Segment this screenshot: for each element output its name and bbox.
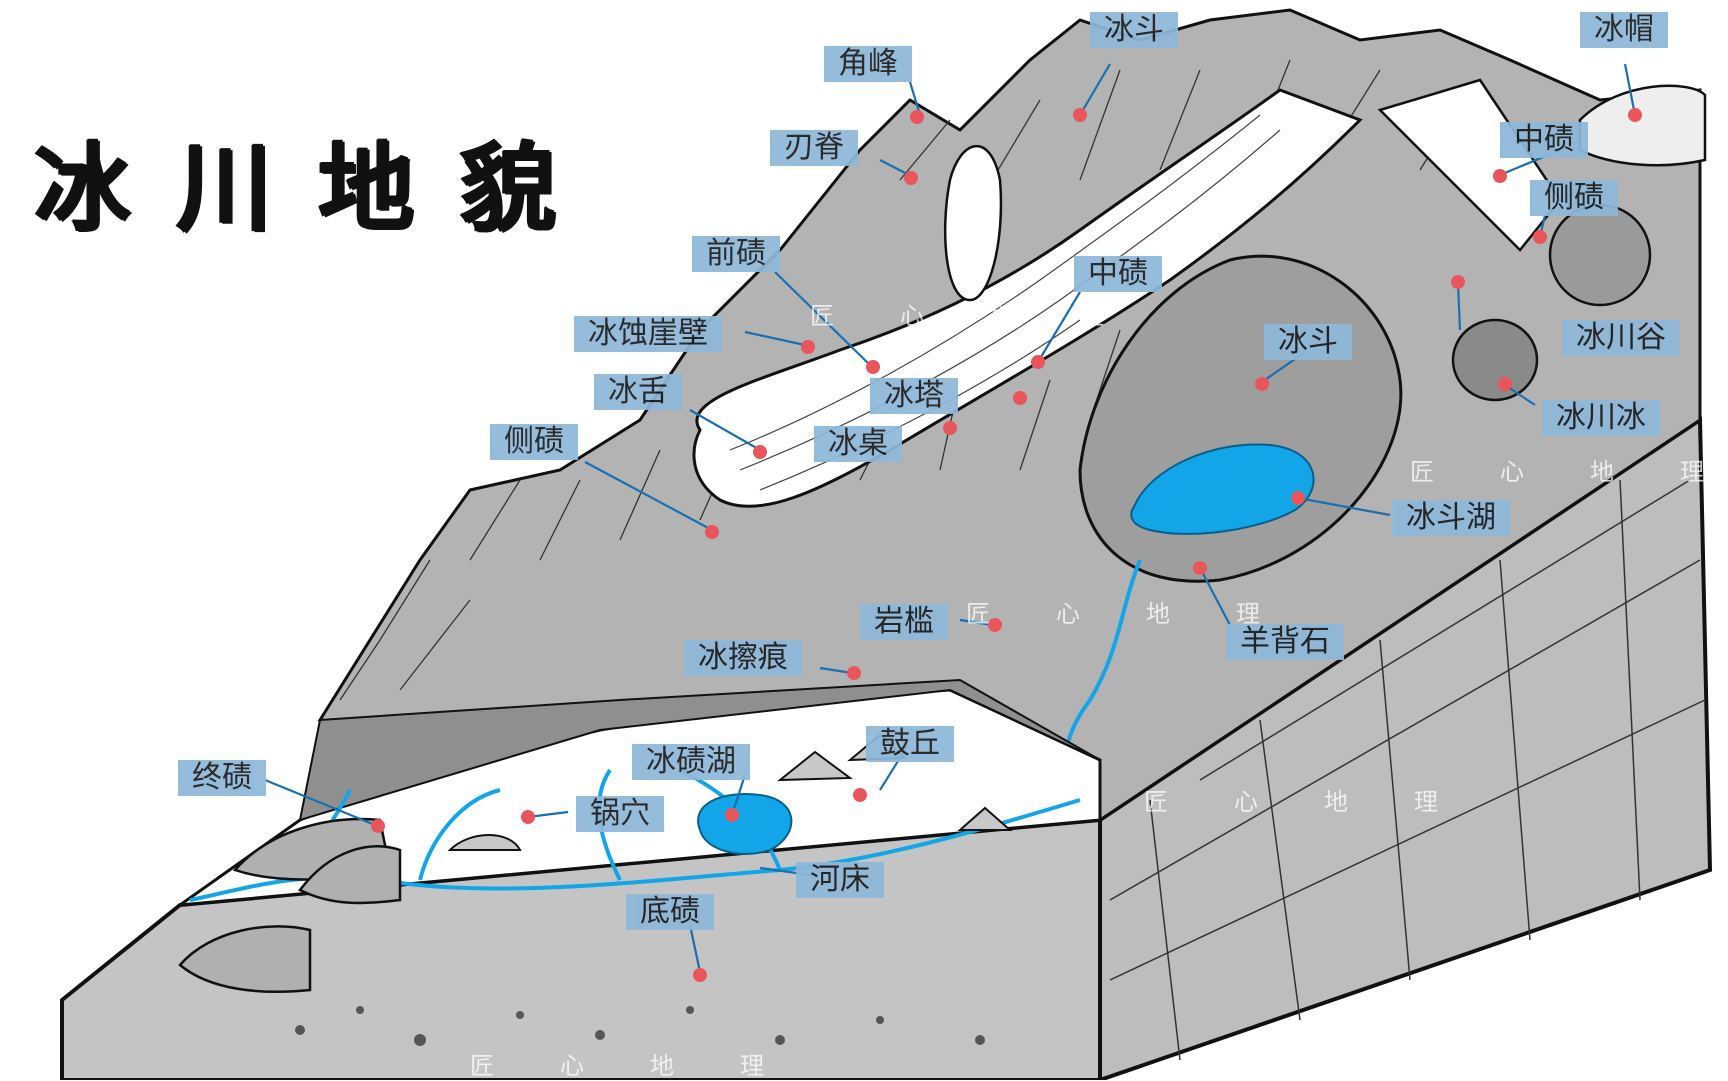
leader-lines xyxy=(264,63,1637,973)
label-bingchuanbing: 冰川冰 xyxy=(1542,400,1660,436)
label-guoxue: 锅穴 xyxy=(576,796,664,832)
marker-bingdou-top xyxy=(1073,108,1087,122)
label-bingzhuo: 冰桌 xyxy=(814,426,902,462)
label-yankan: 岩槛 xyxy=(860,604,948,640)
marker-bingqihu xyxy=(725,808,739,822)
marker-bingmao xyxy=(1628,108,1642,122)
label-zhongqi-top: 中碛 xyxy=(1500,122,1588,158)
label-ceqi-top: 侧碛 xyxy=(1530,180,1618,216)
marker-ceqi-left xyxy=(705,525,719,539)
label-bingmao: 冰帽 xyxy=(1580,12,1668,48)
label-bingdou-mid: 冰斗 xyxy=(1264,324,1352,360)
marker-rengji xyxy=(904,171,918,185)
glacier-ice-cross-section xyxy=(1451,318,1539,402)
label-bingshe: 冰舌 xyxy=(594,374,682,410)
moraine-lake xyxy=(697,793,793,855)
watermark: 匠心地理 xyxy=(1144,788,1504,816)
label-bingduohu: 冰斗湖 xyxy=(1392,500,1510,536)
watermark: 匠心地理 xyxy=(1410,458,1704,486)
marker-bingcahen xyxy=(847,666,861,680)
marker-bingdou-mid xyxy=(1255,377,1269,391)
label-hechuang: 河床 xyxy=(796,862,884,898)
marker-diqi xyxy=(693,968,707,982)
marker-guqiu xyxy=(853,788,867,802)
valley-wall-cliff xyxy=(298,678,1101,822)
watermark: 匠心地理 xyxy=(966,600,1326,628)
label-bingdou-top: 冰斗 xyxy=(1090,12,1178,48)
marker-bingzhuo xyxy=(943,421,957,435)
marker-bingshe xyxy=(753,445,767,459)
marker-qianqi xyxy=(866,360,880,374)
moraine-debris xyxy=(295,1006,985,1046)
label-diqi: 底碛 xyxy=(626,894,714,930)
marker-bingchuangu xyxy=(1451,275,1465,289)
label-bingcahen: 冰擦痕 xyxy=(684,640,802,676)
marker-bingduohu xyxy=(1291,491,1305,505)
label-yangbeishi: 羊背石 xyxy=(1226,624,1344,660)
marker-zhongqi-top xyxy=(1493,169,1507,183)
label-jiaofeng: 角峰 xyxy=(824,46,912,82)
label-qianqi: 前碛 xyxy=(692,236,780,272)
marker-yankan xyxy=(988,618,1002,632)
marker-guoxue xyxy=(521,810,535,824)
cirque-lake xyxy=(1130,443,1315,535)
upper-cirque-glacier xyxy=(943,145,1003,302)
marker-zhongqi-mid xyxy=(1031,355,1045,369)
valley-cross-section xyxy=(1548,203,1652,307)
label-zhongqi-mid: 中碛 xyxy=(1074,256,1162,292)
watermark: 匠心地理 xyxy=(810,302,1170,330)
label-zhongqi-end: 终碛 xyxy=(178,760,266,796)
terminal-moraine-ridges xyxy=(178,817,402,993)
label-ceqi-left: 侧碛 xyxy=(490,424,578,460)
label-bingqihu: 冰碛湖 xyxy=(632,744,750,780)
marker-yangbeishi xyxy=(1193,561,1207,575)
marker-zhongqi-end xyxy=(371,819,385,833)
marker-bingshiyabi xyxy=(801,340,815,354)
label-rengji: 刃脊 xyxy=(770,130,858,166)
glacier-tongue xyxy=(692,88,1363,508)
location-markers xyxy=(371,108,1642,982)
label-guqiu: 鼓丘 xyxy=(866,726,954,762)
marker-jiaofeng xyxy=(910,110,924,124)
ice-cap xyxy=(1578,84,1707,167)
marker-bingta xyxy=(1013,391,1027,405)
label-bingchuangu: 冰川谷 xyxy=(1562,320,1680,356)
label-bingta: 冰塔 xyxy=(870,378,958,414)
watermark: 匠心地理 xyxy=(470,1052,830,1080)
label-bingshiyabi: 冰蚀崖壁 xyxy=(574,316,722,352)
bedrock-fracture-lines xyxy=(1109,479,1706,1061)
marker-ceqi-top xyxy=(1533,230,1547,244)
page-title: 冰川地貌 xyxy=(34,132,602,244)
marker-bingchuanbing xyxy=(1498,377,1512,391)
